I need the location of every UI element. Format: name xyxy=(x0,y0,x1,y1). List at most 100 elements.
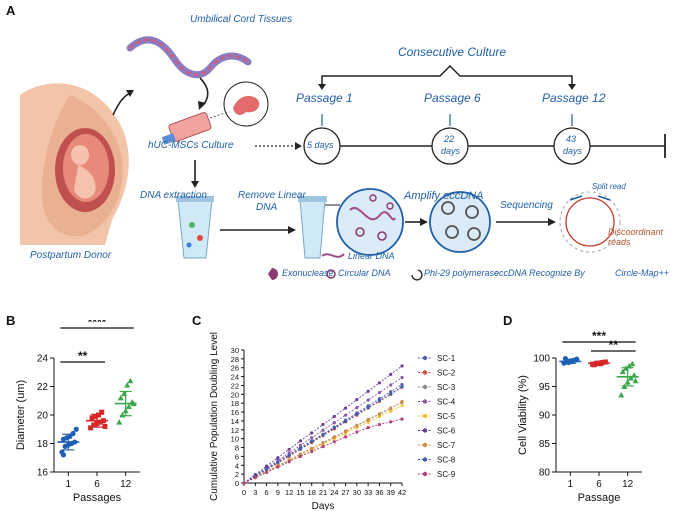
culture-label: hUC-MSCs Culture xyxy=(148,140,234,151)
data-point xyxy=(321,433,325,437)
x-axis-title: Passage xyxy=(578,492,621,504)
passage-12-duration-number: 43 xyxy=(566,134,577,144)
x-tick-label: 6 xyxy=(264,488,268,497)
data-point xyxy=(116,419,123,425)
data-point xyxy=(627,374,634,381)
data-point xyxy=(310,431,314,435)
passage-6-duration-unit: days xyxy=(441,146,461,156)
data-point xyxy=(310,440,314,444)
data-point xyxy=(332,426,336,430)
y-tick-label: 14 xyxy=(231,417,239,426)
x-tick-label: 18 xyxy=(308,488,316,497)
legend-marker xyxy=(422,399,428,404)
data-point xyxy=(298,447,303,451)
data-point xyxy=(298,443,303,447)
data-point xyxy=(298,454,303,458)
data-point xyxy=(389,383,393,387)
legend-marker xyxy=(422,471,428,477)
data-point xyxy=(321,445,325,449)
x-axis-title: Days xyxy=(312,501,335,510)
eccdna-detection-icon xyxy=(565,197,615,247)
x-tick-label: 12 xyxy=(285,488,293,497)
y-tick-label: 100 xyxy=(533,354,550,365)
remove-linear-label-2: DNA xyxy=(256,202,278,213)
digestion-tube-icon xyxy=(298,196,327,259)
x-axis-title: Passages xyxy=(73,492,122,504)
data-point xyxy=(287,451,291,455)
data-point xyxy=(377,412,382,416)
data-point xyxy=(343,429,348,434)
circular-dna-label: Circular DNA xyxy=(338,268,391,278)
data-point xyxy=(343,419,348,423)
data-point xyxy=(321,441,325,445)
data-point xyxy=(389,409,393,413)
legend-marker xyxy=(422,442,428,448)
data-point xyxy=(389,372,393,376)
passage-12-label: Passage 12 xyxy=(542,91,606,105)
legend-label: SC-5 xyxy=(437,412,456,421)
y-tick-label: 28 xyxy=(231,355,239,364)
y-tick-label: 0 xyxy=(235,479,239,488)
data-point xyxy=(389,420,393,424)
legend-label: SC-6 xyxy=(437,427,456,436)
data-point xyxy=(377,381,382,385)
data-point xyxy=(355,430,359,434)
y-tick-label: 22 xyxy=(37,382,49,393)
data-point xyxy=(389,406,393,411)
extraction-tube-icon xyxy=(176,196,214,259)
data-point xyxy=(287,447,291,451)
x-tick-label: 1 xyxy=(66,479,72,490)
legend-marker xyxy=(422,428,428,433)
data-point xyxy=(96,412,101,418)
x-tick-label: 6 xyxy=(94,479,100,490)
x-tick-label: 9 xyxy=(276,488,280,497)
data-point xyxy=(332,435,336,439)
circle-map-label: Circle-Map++ xyxy=(615,268,670,278)
data-point xyxy=(355,412,359,416)
data-point xyxy=(389,390,393,394)
data-point xyxy=(276,456,280,460)
data-point xyxy=(99,409,105,415)
data-point xyxy=(400,403,404,408)
y-tick-label: 2 xyxy=(235,470,239,479)
x-tick-label: 42 xyxy=(398,488,406,497)
discordant-reads-label: Discoordinant reads xyxy=(608,227,664,247)
data-point xyxy=(73,426,79,432)
linear-dna-icon xyxy=(321,253,345,258)
data-point xyxy=(298,439,303,443)
x-tick-label: 0 xyxy=(242,488,246,497)
passage-6-duration-number: 22 xyxy=(444,134,455,144)
data-point xyxy=(125,403,132,409)
data-point xyxy=(389,392,393,396)
data-point xyxy=(264,464,269,468)
significance-label: **** xyxy=(88,320,107,329)
y-tick-label: 16 xyxy=(37,468,49,479)
panel-d-label: D xyxy=(503,313,513,328)
data-point xyxy=(89,415,95,421)
data-point xyxy=(276,461,280,465)
data-point xyxy=(97,419,103,425)
postpartum-donor-illustration xyxy=(20,83,129,245)
data-point xyxy=(632,377,639,384)
y-axis-title: Diameter (um) xyxy=(15,380,27,450)
y-tick-label: 18 xyxy=(37,439,49,450)
culture-flask-icon xyxy=(161,112,212,145)
data-point xyxy=(127,377,134,384)
y-tick-label: 8 xyxy=(235,444,239,453)
legend-marker xyxy=(422,370,428,375)
passage-6-node xyxy=(431,127,469,165)
legend-label: SC-3 xyxy=(437,383,456,392)
y-tick-label: 30 xyxy=(231,346,239,355)
data-point xyxy=(366,425,370,430)
y-tick-label: 12 xyxy=(231,426,239,435)
data-point xyxy=(343,413,348,417)
passage-1-node xyxy=(303,127,341,165)
y-tick-label: 18 xyxy=(231,399,239,408)
y-tick-label: 26 xyxy=(231,364,239,373)
x-tick-label: 33 xyxy=(364,488,372,497)
data-point xyxy=(400,364,404,368)
ecc-recognize-label: eccDNA Recognize By xyxy=(494,268,585,278)
data-point xyxy=(343,406,348,410)
phi29-label: Phi-29 polymerase xyxy=(424,268,500,278)
